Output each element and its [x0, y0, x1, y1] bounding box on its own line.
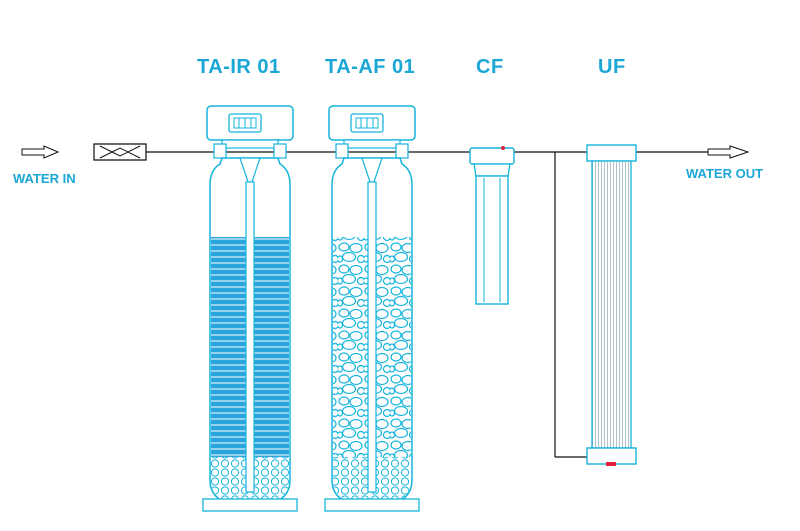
membrane-title: UF	[598, 56, 626, 78]
cartridge-filter	[469, 146, 515, 305]
cartridge-filter-title: CF	[476, 56, 504, 78]
tank2-title: TA-AF 01	[325, 56, 416, 78]
uf-membrane	[586, 144, 637, 466]
water-in-arrow-icon	[21, 145, 60, 159]
inlet-valve-icon	[93, 143, 147, 161]
tank-ta-af-01	[324, 105, 420, 512]
water-out-label: WATER OUT	[686, 166, 764, 181]
tank1-title: TA-IR 01	[197, 56, 281, 78]
water-out-arrow-icon	[707, 145, 750, 159]
tank-ta-ir-01	[202, 105, 298, 512]
water-in-label: WATER IN	[13, 171, 76, 186]
